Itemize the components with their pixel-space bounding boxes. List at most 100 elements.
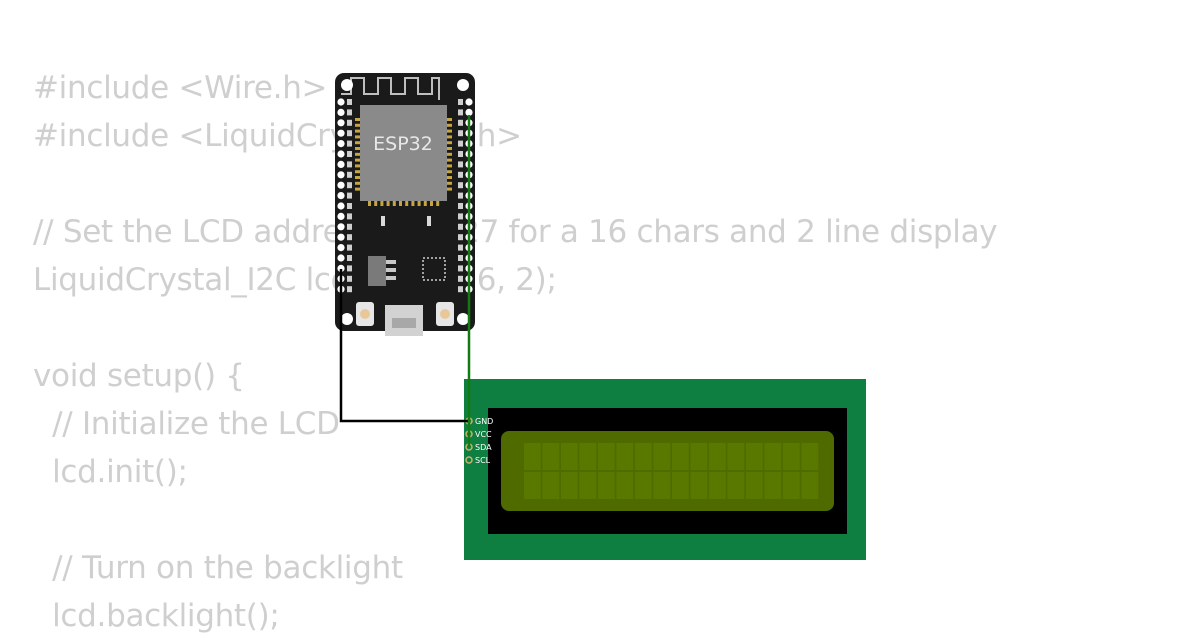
pin-silkscreen <box>458 192 463 199</box>
header-pin-right[interactable] <box>465 108 473 116</box>
code-line: #include <Wire.h> <box>33 70 328 106</box>
module-pad <box>417 201 421 206</box>
pin-silkscreen <box>347 99 352 105</box>
header-pin-left[interactable] <box>337 244 345 252</box>
pin-silkscreen <box>347 140 352 147</box>
header-pin-left[interactable] <box>337 254 345 262</box>
module-pad <box>355 158 360 162</box>
module-pad <box>355 170 360 174</box>
header-pin-left[interactable] <box>337 129 345 137</box>
lcd-module[interactable]: GND VCC SDA SCL <box>464 379 866 560</box>
lcd-cell <box>616 472 634 499</box>
pin-silkscreen <box>458 130 463 137</box>
lcd-cell <box>709 443 726 470</box>
pin-silkscreen <box>458 213 463 220</box>
module-pad <box>447 147 452 150</box>
module-pad <box>355 118 360 121</box>
module-pad <box>355 181 360 185</box>
lcd-cell <box>524 443 541 470</box>
lcd-cell <box>801 472 819 499</box>
pin-silkscreen <box>347 182 352 189</box>
header-pin-left[interactable] <box>337 264 345 272</box>
lcd-pin-label-scl: SCL <box>475 456 491 465</box>
lcd-cell <box>783 472 800 499</box>
esp32-board[interactable]: ESP32 <box>335 73 475 336</box>
lcd-cell <box>690 443 708 470</box>
module-pad <box>447 123 452 127</box>
pin-silkscreen <box>458 161 463 168</box>
pin-silkscreen <box>458 99 463 105</box>
lcd-pin-label-sda: SDA <box>475 443 492 452</box>
header-pin-left[interactable] <box>337 192 345 200</box>
mounting-hole <box>341 313 353 325</box>
smd-component <box>381 216 385 226</box>
module-pad <box>447 170 452 174</box>
pin-silkscreen <box>347 161 352 168</box>
pin-silkscreen <box>347 255 352 261</box>
pin-silkscreen <box>347 223 352 230</box>
pin-silkscreen <box>347 130 352 137</box>
lcd-cell <box>579 472 597 499</box>
header-pin-left[interactable] <box>337 150 345 158</box>
module-pad <box>355 123 360 127</box>
regulator-lead <box>386 276 396 280</box>
pin-silkscreen <box>347 151 352 157</box>
module-pad <box>355 187 360 191</box>
lcd-cell <box>672 472 689 499</box>
pin-silkscreen <box>347 265 352 272</box>
module-pad <box>368 201 371 206</box>
header-pin-left[interactable] <box>337 171 345 179</box>
lcd-pin-scl[interactable] <box>465 456 473 464</box>
pin-silkscreen <box>347 244 352 251</box>
pin-silkscreen <box>458 234 463 241</box>
header-pin-left[interactable] <box>337 212 345 220</box>
module-pad <box>355 164 360 168</box>
header-pin-left[interactable] <box>337 140 345 148</box>
lcd-cell <box>783 443 800 470</box>
boot-button-cap <box>440 309 450 319</box>
lcd-cell <box>635 443 652 470</box>
module-pad <box>447 181 452 185</box>
module-pad <box>399 201 402 206</box>
module-pad <box>436 201 440 206</box>
gnd-wire[interactable] <box>339 269 469 423</box>
module-pad <box>447 187 452 191</box>
lcd-cell <box>801 443 819 470</box>
pin-silkscreen <box>458 244 463 251</box>
module-pad <box>374 201 378 206</box>
pin-silkscreen <box>347 192 352 199</box>
lcd-cell <box>561 472 578 499</box>
mounting-hole <box>341 79 353 91</box>
module-pad <box>447 164 452 168</box>
header-pin-left[interactable] <box>337 233 345 241</box>
header-pin-left[interactable] <box>337 98 345 106</box>
header-pin-right[interactable] <box>465 98 473 106</box>
esp32-module <box>360 105 447 201</box>
header-pin-left[interactable] <box>337 108 345 116</box>
module-pad <box>447 135 452 139</box>
header-pin-left[interactable] <box>337 181 345 189</box>
lcd-cell <box>653 472 671 499</box>
module-castellated-pads <box>355 118 452 206</box>
module-pad <box>355 147 360 150</box>
lcd-cell <box>542 472 560 499</box>
pin-silkscreen <box>347 213 352 220</box>
module-pad <box>447 129 452 133</box>
regulator-lead <box>386 268 396 272</box>
module-pad <box>355 176 360 179</box>
pin-silkscreen <box>458 203 463 209</box>
module-pad <box>447 118 452 121</box>
header-pin-left[interactable] <box>337 119 345 127</box>
module-pad <box>355 129 360 133</box>
lcd-cell <box>579 443 597 470</box>
module-pad <box>355 135 360 139</box>
pin-silkscreen <box>347 109 352 116</box>
pin-silkscreen <box>458 140 463 147</box>
header-pin-left[interactable] <box>337 202 345 210</box>
header-pin-left[interactable] <box>337 160 345 168</box>
code-line: lcd.backlight(); <box>33 598 280 634</box>
header-pin-left[interactable] <box>337 223 345 231</box>
regulator-lead <box>386 260 396 264</box>
lcd-cell <box>746 472 763 499</box>
